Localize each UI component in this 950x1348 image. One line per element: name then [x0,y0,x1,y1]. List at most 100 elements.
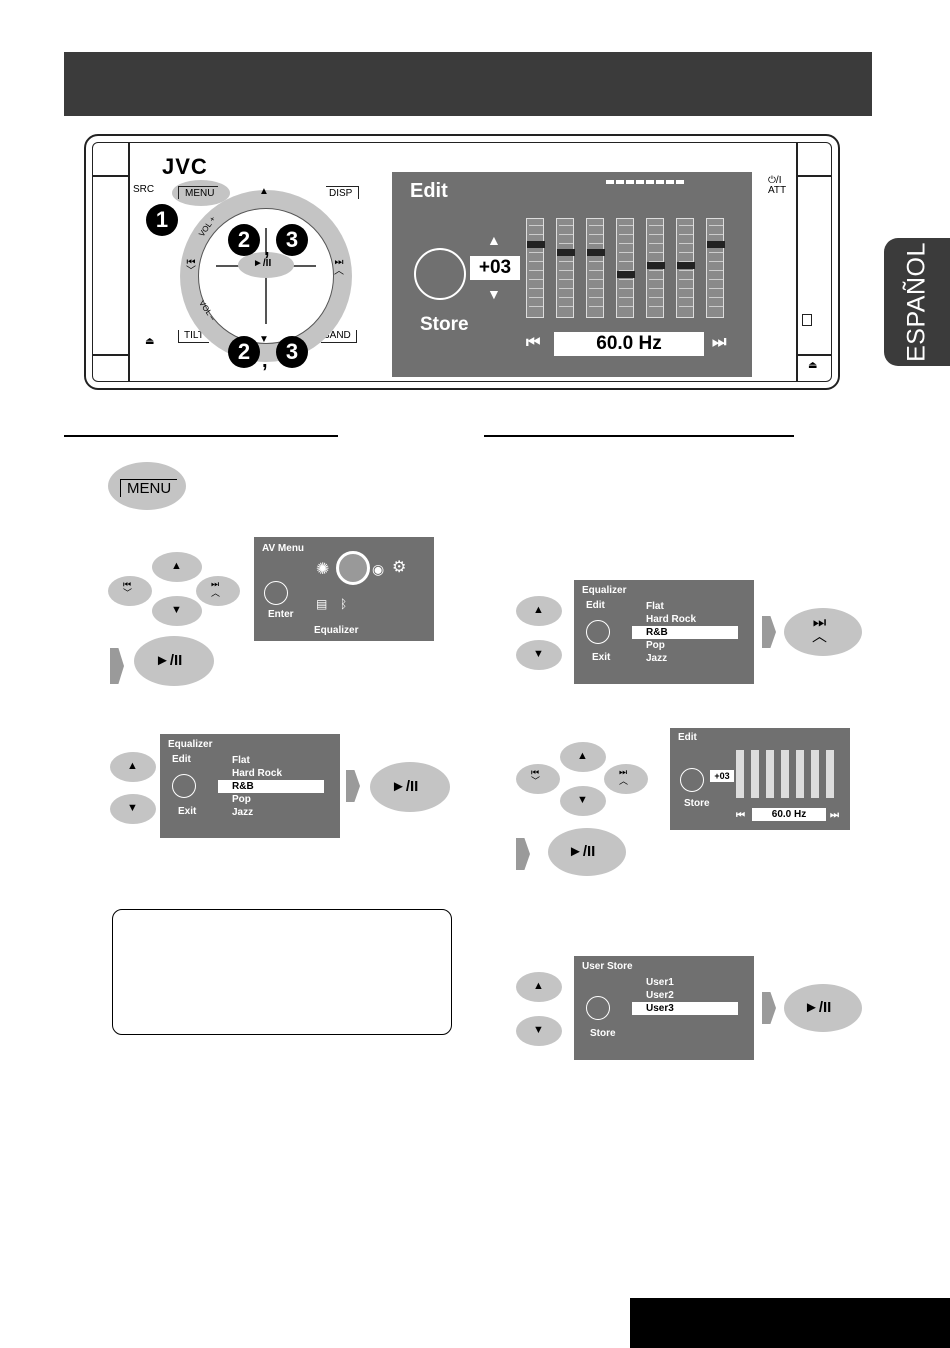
slider-tick [589,261,603,262]
eq-slider[interactable] [616,218,635,318]
slider-tick [679,297,693,298]
edit-title: Edit [678,732,697,743]
down-button[interactable]: ▼ [516,640,562,670]
eq-slider[interactable] [526,218,545,318]
list-item[interactable]: Jazz [232,807,254,818]
control-dial-icon [414,248,466,300]
slider-knob[interactable] [647,262,665,269]
up-button[interactable]: ▲ [560,742,606,772]
next-track-button[interactable]: ⏭︿ [784,608,862,656]
disp-button[interactable]: DISP [326,186,360,199]
slider-knob[interactable] [707,241,725,248]
slider-tick [709,297,723,298]
play-pause-button[interactable] [784,984,862,1032]
up-button[interactable]: ▲ [110,752,156,782]
next-button[interactable]: ⏭︿ [196,576,240,606]
slider-knob[interactable] [527,241,545,248]
play-pause-button[interactable] [548,828,626,876]
list-item[interactable]: Flat [232,755,250,766]
store-label: Store [684,798,710,809]
prev-button[interactable]: ⏮﹀ [108,576,152,606]
device-panel-inner [92,142,832,382]
next-track-icon[interactable]: ⏭︿ [334,257,344,277]
slider-tick [529,252,543,253]
step-comma: , [264,238,270,260]
control-dial-icon [264,581,288,605]
play-pause-label[interactable]: ►/II [804,999,832,1016]
down-button[interactable]: ▼ [152,596,202,626]
play-pause-highlight[interactable] [238,252,294,278]
down-arrow-icon[interactable]: ▼ [259,334,269,345]
list-item[interactable]: Pop [232,794,251,805]
slider-knob[interactable] [617,271,635,278]
band-button[interactable]: BAND [321,330,357,343]
slider-tick [619,279,633,280]
eq-slider[interactable] [676,218,695,318]
play-pause-label[interactable]: ►/II [568,843,596,860]
slider-tick [649,279,663,280]
play-pause-label[interactable]: ►/II [391,778,419,795]
next-step-arrow [762,992,776,1024]
next-button[interactable]: ⏭︿ [604,764,648,794]
list-item[interactable]: User2 [646,990,674,1001]
up-button[interactable]: ▲ [516,972,562,1002]
eq-slider[interactable] [706,218,725,318]
eq-sliders[interactable] [736,750,840,798]
eject-icon[interactable]: ⏏ [145,336,155,347]
play-pause-button[interactable] [370,762,450,812]
list-item[interactable]: Flat [646,601,664,612]
slider-tick [559,225,573,226]
slider-knob[interactable] [677,262,695,269]
power-label: ⏻/I [768,175,782,186]
equalizer-icon[interactable] [336,551,370,585]
menu-button-label[interactable]: MENU [178,186,219,199]
menu-button-label[interactable]: MENU [120,479,178,497]
list-item[interactable]: Jazz [646,653,668,664]
slider-tick [619,306,633,307]
store-label: Store [590,1028,616,1039]
slider-tick [679,279,693,280]
prev-button[interactable]: ⏮﹀ [516,764,560,794]
play-pause-button[interactable] [134,636,214,686]
slider-tick [589,243,603,244]
list-item[interactable]: User3 [632,1002,738,1015]
section-divider-left [64,435,338,437]
tilt-button[interactable]: TILT [178,330,209,343]
list-item[interactable]: R&B [632,626,738,639]
prev-track-icon[interactable]: ⏮﹀ [186,257,196,277]
play-pause-label[interactable]: ►/II [155,652,183,669]
av-menu-display: AV Menu Enter ✺ ◉ ⚙ ▤ ᛒ Equalizer [254,537,434,641]
down-button[interactable]: ▼ [560,786,606,816]
list-item[interactable]: Pop [646,640,665,651]
play-pause-label[interactable]: ►/II [253,258,272,269]
eq-slider[interactable] [646,218,665,318]
step-2-badge: 2 [228,336,260,368]
list-item[interactable]: User1 [646,977,674,988]
frequency-value: 60.0 Hz [554,332,704,356]
up-button[interactable]: ▲ [152,552,202,582]
slider-knob[interactable] [587,249,605,256]
step-comma: , [262,350,268,372]
eq-slider[interactable] [556,218,575,318]
eq-sliders[interactable] [526,218,736,328]
list-item[interactable]: R&B [218,780,324,793]
up-button[interactable]: ▲ [516,596,562,626]
down-button[interactable]: ▼ [516,1016,562,1046]
att-label: ATT [768,185,787,196]
eq-slider[interactable] [586,218,605,318]
slider-tick [679,270,693,271]
slider-knob[interactable] [557,249,575,256]
list-item[interactable]: Hard Rock [232,768,283,779]
slider-tick [649,270,663,271]
list-item[interactable]: Hard Rock [646,614,697,625]
up-arrow-icon[interactable]: ▲ [259,186,269,197]
slider-tick [679,261,693,262]
slider-tick [619,270,633,271]
control-dial-icon [586,996,610,1020]
down-button[interactable]: ▼ [110,794,156,824]
